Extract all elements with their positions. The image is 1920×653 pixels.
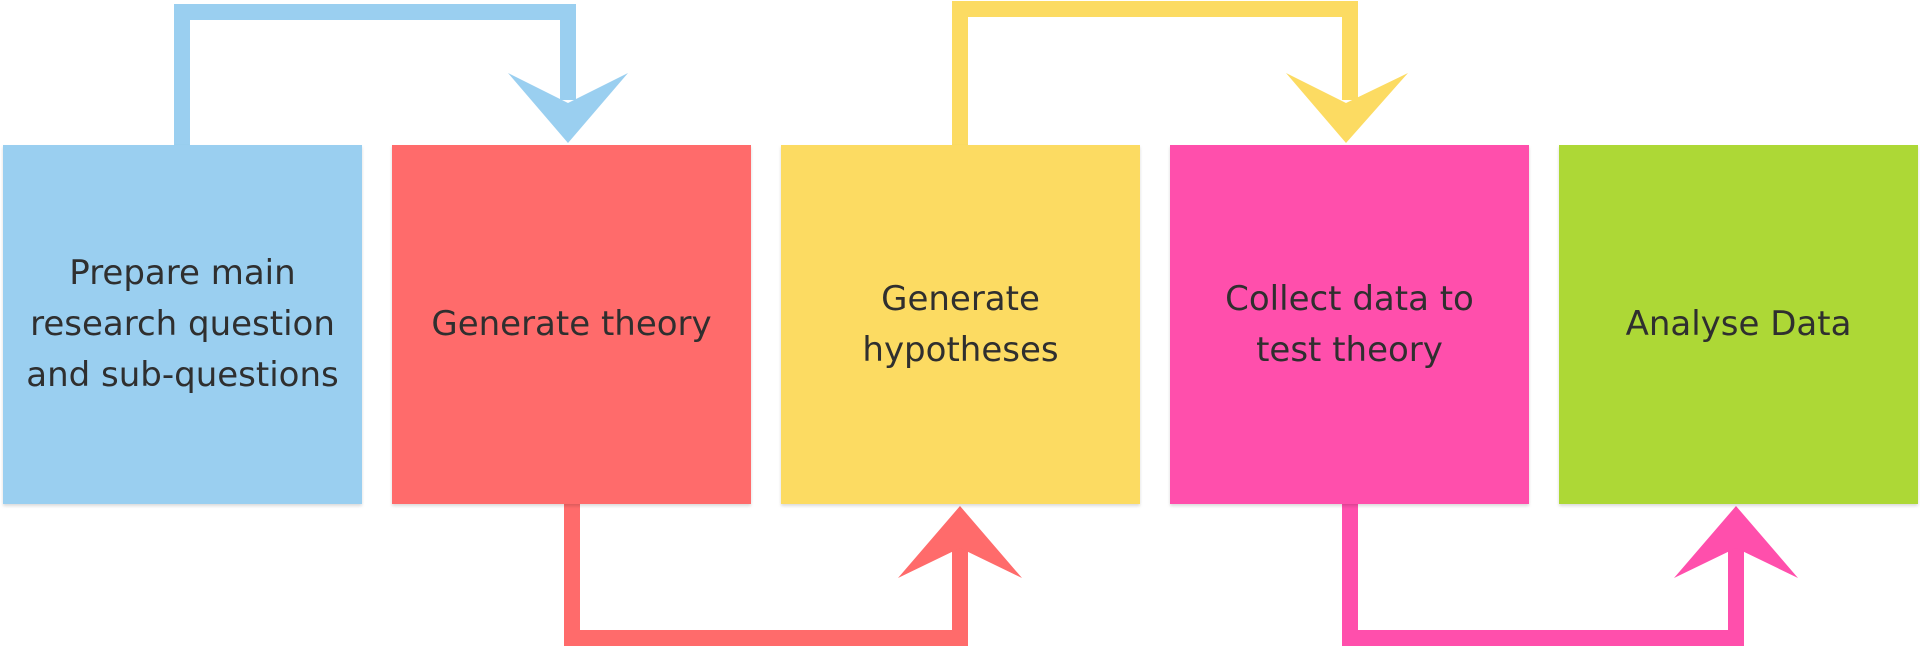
step-generate-theory: Generate theory [392,145,751,504]
step-analyse-data: Analyse Data [1559,145,1918,504]
step-label: Collect data to test theory [1225,278,1474,370]
arrow-1-to-2 [174,4,628,145]
step-prepare-research-question: Prepare main research question and sub-q… [3,145,362,504]
arrow-4-to-5 [1342,504,1798,646]
arrowhead-up-icon [1674,506,1798,578]
step-label: Generate hypotheses [862,278,1059,370]
arrow-2-to-3 [564,504,1022,646]
arrow-3-to-4 [952,1,1408,145]
step-collect-data: Collect data to test theory [1170,145,1529,504]
connector-line-4-to-5 [1342,504,1744,646]
connector-line-1-to-2 [174,4,576,145]
connector-line-2-to-3 [564,504,968,646]
arrowhead-down-icon [508,73,628,143]
step-label: Prepare main research question and sub-q… [26,253,339,395]
step-generate-hypotheses: Generate hypotheses [781,145,1140,504]
arrowhead-up-icon [898,506,1022,578]
step-label: Analyse Data [1625,304,1852,344]
connector-line-3-to-4 [952,1,1358,145]
step-label: Generate theory [431,304,712,344]
arrowhead-down-icon [1286,73,1408,143]
